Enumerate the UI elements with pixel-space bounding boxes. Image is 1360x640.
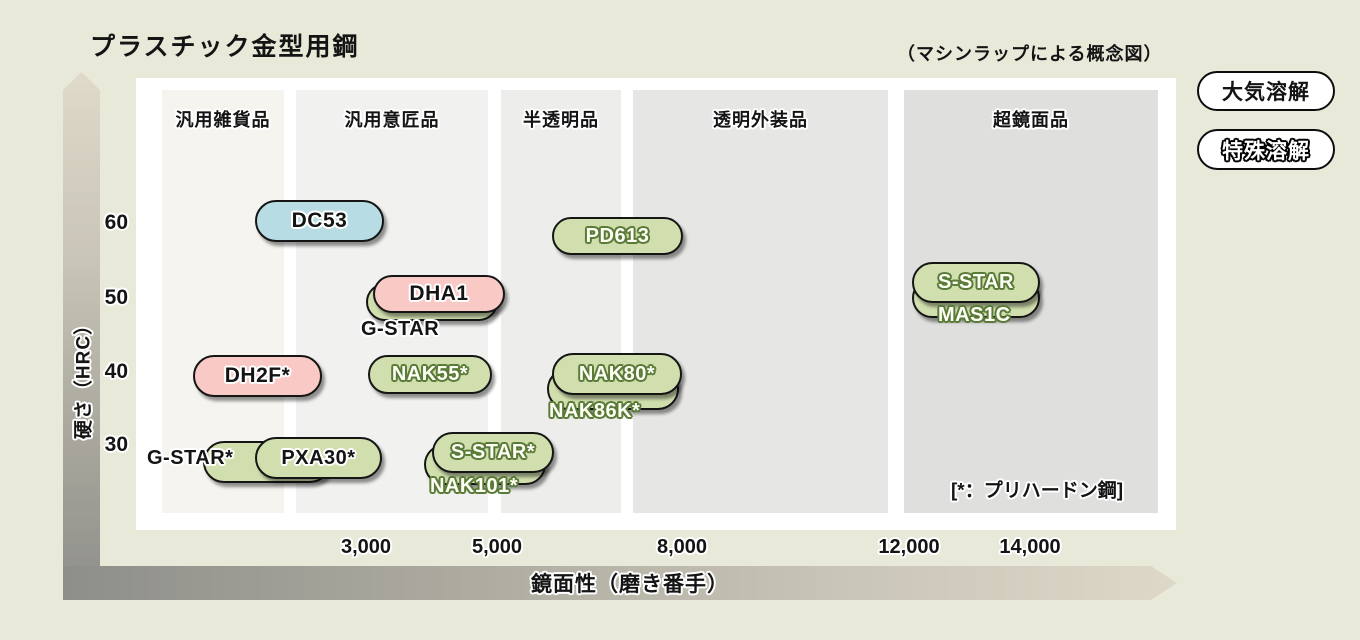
y-tick-50: 50 [104, 286, 128, 309]
y-tick-30: 30 [104, 433, 128, 456]
y-tick-60: 60 [104, 211, 128, 234]
steel-label-dh2f: DH2F* [224, 364, 291, 387]
band-label-general-goods: 汎用雑貨品 [175, 110, 271, 130]
steel-label-pxa30: PXA30* [281, 446, 356, 469]
steel-pill-dh2f: DH2F* [193, 355, 322, 397]
legend-air-melt-badge: 大気溶解 [1197, 71, 1335, 111]
steel-label-dc53: DC53 [291, 209, 348, 232]
band-transparent-exterior [633, 90, 888, 513]
y-tick-40: 40 [104, 360, 128, 383]
page-title: プラスチック金型用鋼 [90, 33, 360, 61]
steel-pill-pxa30: PXA30* [255, 437, 382, 479]
steel-pill-sstar: S-STAR [912, 262, 1040, 303]
steel-label-dha1: DHA1 [409, 282, 469, 305]
x-tick-5000: 5,000 [471, 536, 523, 558]
chart-subtitle: （マシンラップによる概念図） [897, 44, 1163, 64]
x-tick-14000: 14,000 [999, 536, 1061, 558]
y-axis-arrow [63, 72, 100, 600]
x-axis-arrow [63, 566, 1177, 600]
steel-label-sstar: S-STAR [938, 271, 1014, 293]
steel-pill-nak80: NAK80* [552, 353, 682, 395]
band-label-semi-transparent: 半透明品 [523, 110, 599, 130]
x-tick-12000: 12,000 [878, 536, 940, 558]
legend-special-melt-badge: 特殊溶解 [1197, 129, 1335, 170]
x-axis-label: 鏡面性（磨き番手） [531, 573, 729, 596]
steel-label-nak86k: NAK86K* [549, 400, 641, 422]
steel-label-pd613: PD613 [585, 224, 650, 247]
band-label-transparent-exterior: 透明外装品 [713, 110, 808, 130]
steel-label-gstar: G-STAR [361, 318, 440, 340]
steel-pill-pd613: PD613 [552, 217, 683, 255]
band-label-super-mirror: 超鏡面品 [993, 110, 1069, 130]
steel-pill-dc53: DC53 [255, 200, 384, 242]
steel-label-mas1c: MAS1C [938, 304, 1011, 326]
x-tick-3000: 3,000 [340, 536, 392, 558]
prehardened-footnote: [*：プリハードン鋼] [950, 480, 1124, 502]
steel-pill-sstar-ph: S-STAR* [432, 432, 554, 473]
steel-label-nak101: NAK101* [430, 475, 518, 497]
steel-pill-nak55: NAK55* [368, 355, 492, 394]
steel-label-gstar-ph: G-STAR* [147, 447, 234, 469]
steel-pill-dha1: DHA1 [373, 275, 505, 313]
legend-air-melt-label: 大気溶解 [1222, 81, 1310, 104]
band-label-general-design: 汎用意匠品 [344, 110, 440, 130]
legend-special-melt-label: 特殊溶解 [1222, 139, 1310, 163]
steel-label-sstar-ph: S-STAR* [450, 441, 536, 463]
x-tick-8000: 8,000 [656, 536, 708, 558]
steel-label-nak80: NAK80* [578, 362, 656, 385]
steel-label-nak55: NAK55* [391, 363, 469, 385]
